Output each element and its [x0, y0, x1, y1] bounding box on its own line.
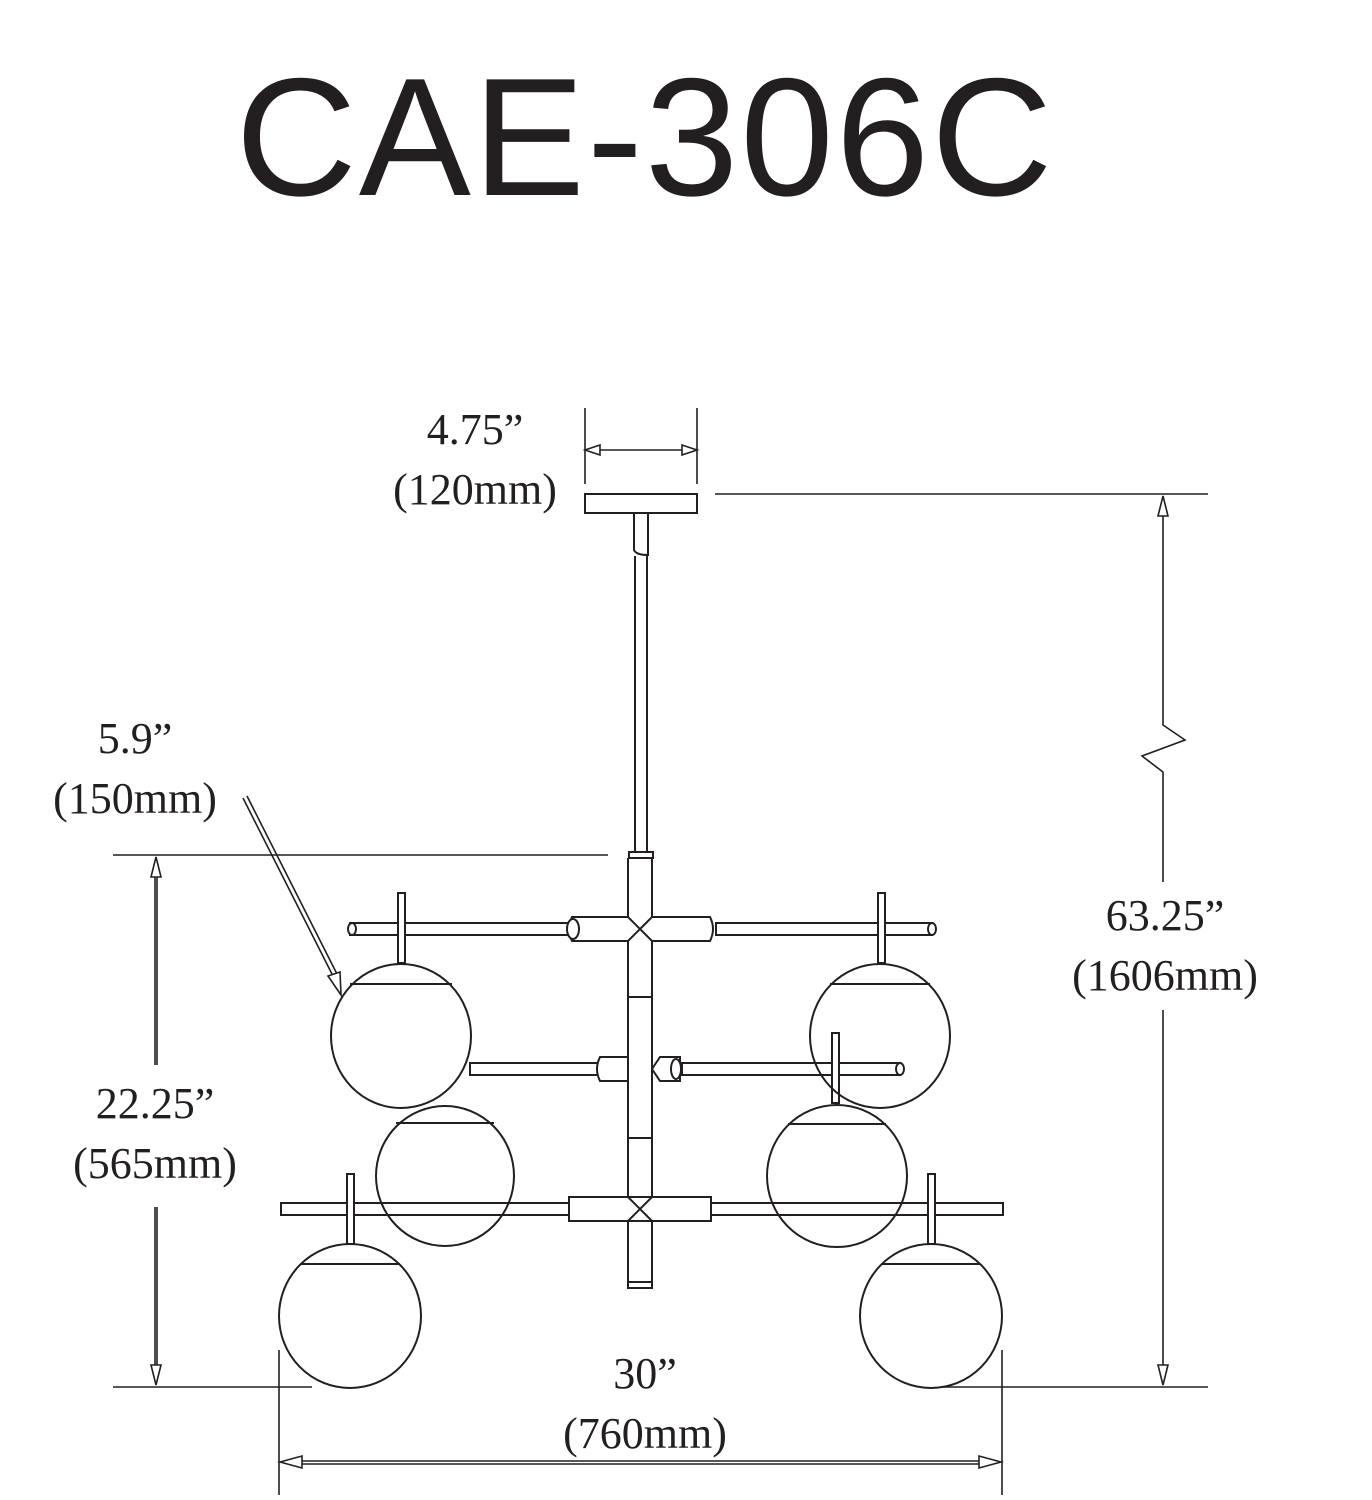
canopy-width-imperial: 4.75” [426, 405, 524, 454]
model-number-title: CAE-306C [235, 43, 1055, 231]
globes [278, 963, 1003, 1389]
overall-width-imperial: 30” [613, 1349, 677, 1398]
overall-width-label: 30” (760mm) [535, 1348, 755, 1460]
globe-diameter-metric: (150mm) [53, 774, 217, 823]
globe-middle-right [766, 1104, 908, 1248]
canopy [584, 493, 698, 557]
globe-lower-left [278, 1243, 422, 1389]
fixture-height-metric: (565mm) [73, 1139, 237, 1188]
globe-upper-left [330, 963, 472, 1109]
lower-arm [280, 1173, 1004, 1245]
globe-lower-right [859, 1243, 1003, 1389]
overall-width-metric: (760mm) [563, 1409, 727, 1458]
fixture-height-imperial: 22.25” [95, 1079, 215, 1128]
fixture-height-label: 22.25” (565mm) [45, 1078, 265, 1190]
overall-height-label: 63.25” (1606mm) [1055, 890, 1275, 1002]
dimension-lines [113, 408, 1208, 1495]
upper-arm [347, 892, 937, 964]
globe-upper-right [809, 963, 951, 1109]
overall-height-imperial: 63.25” [1105, 891, 1225, 940]
middle-arm [469, 1032, 905, 1104]
canopy-width-metric: (120mm) [393, 465, 557, 514]
canopy-width-label: 4.75” (120mm) [370, 404, 580, 516]
globe-diameter-label: 5.9” (150mm) [30, 713, 240, 825]
overall-height-metric: (1606mm) [1072, 951, 1258, 1000]
globe-diameter-imperial: 5.9” [97, 714, 173, 763]
globe-middle-left [375, 1105, 515, 1247]
